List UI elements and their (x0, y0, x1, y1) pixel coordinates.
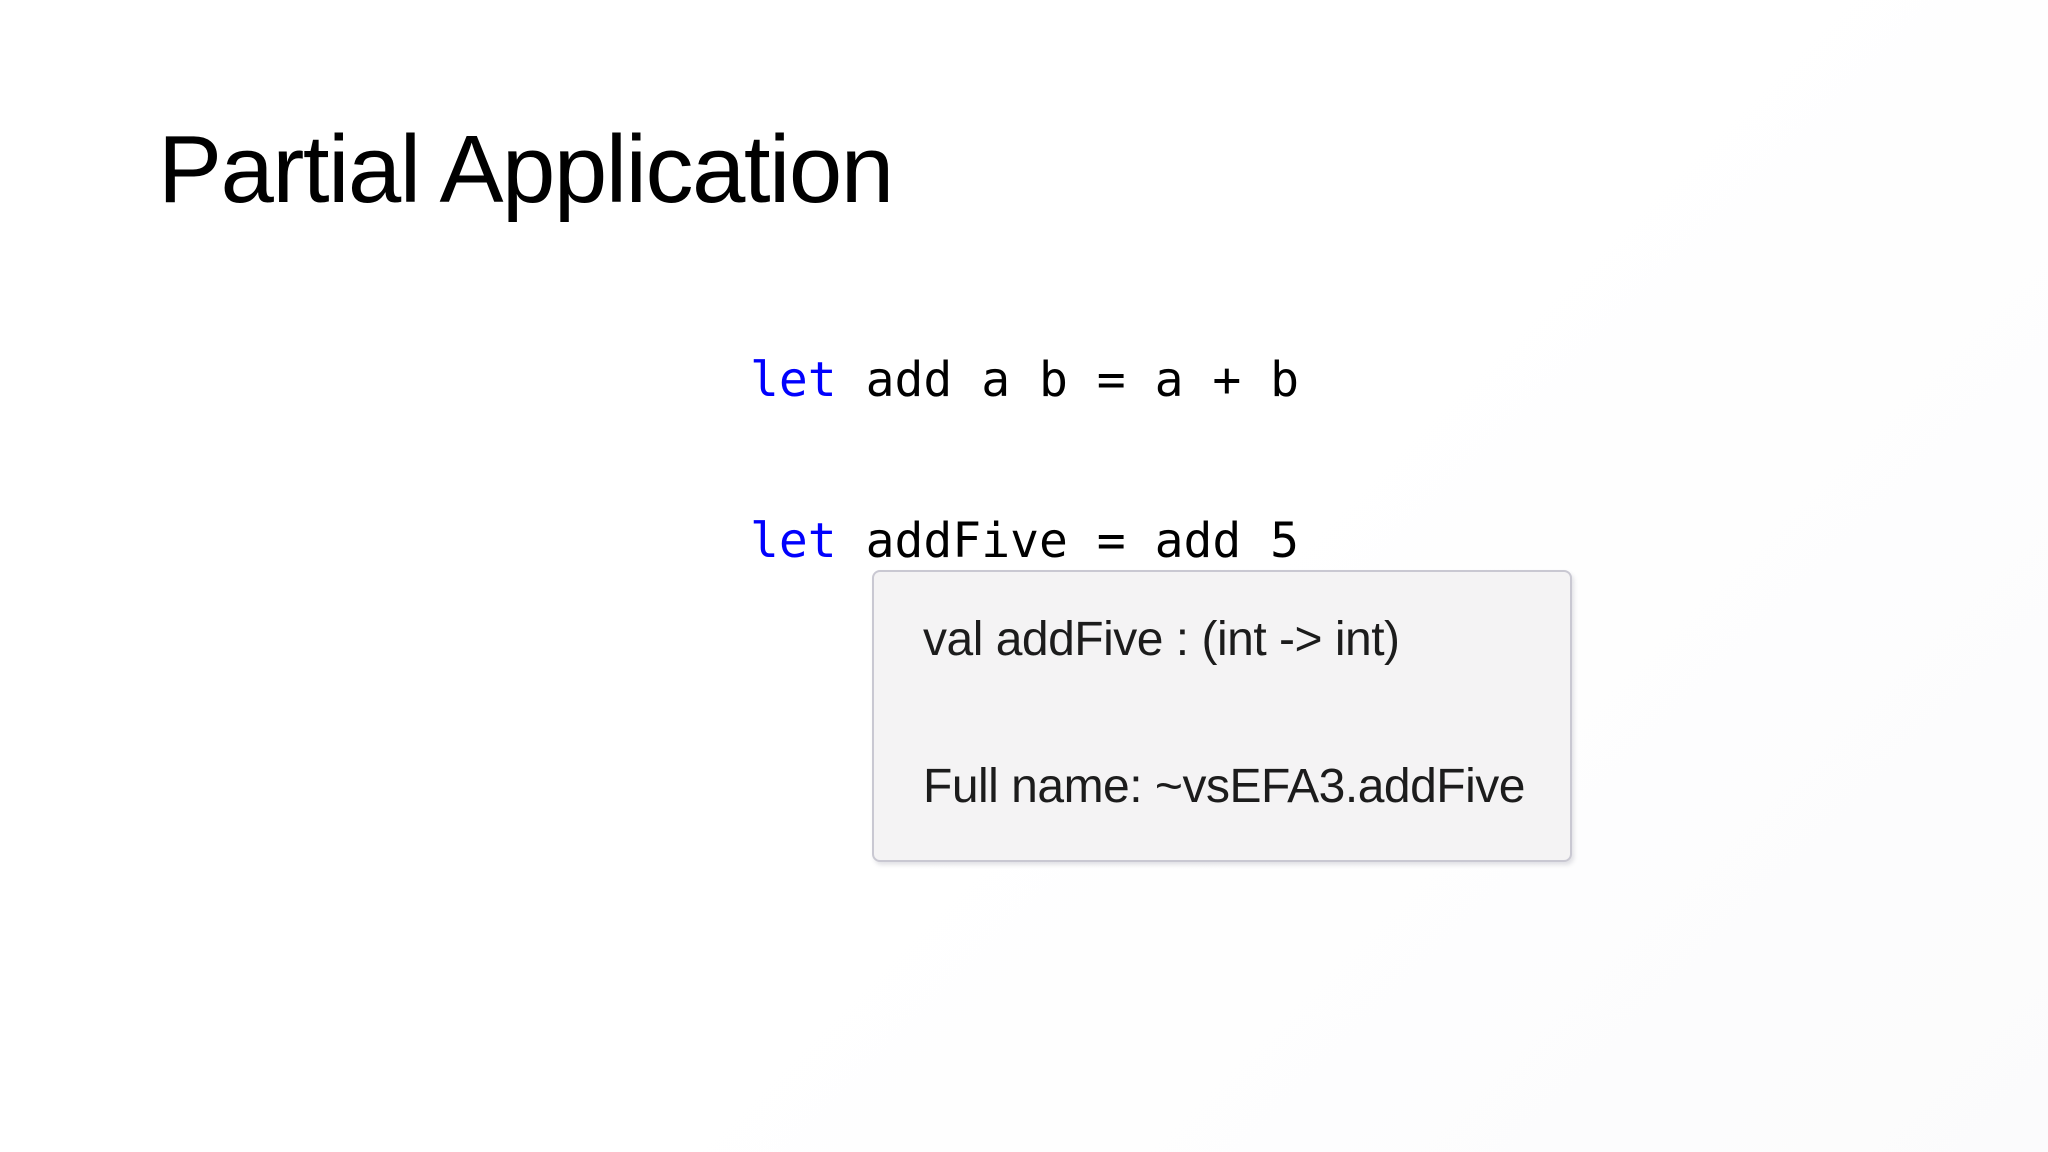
slide-title: Partial Application (158, 116, 894, 223)
code-line-addfive-definition: let addFive = add 5 (750, 517, 1299, 565)
type-info-tooltip: val addFive : (int -> int) Full name: ~v… (872, 570, 1572, 862)
code-keyword-let: let (750, 352, 837, 408)
code-keyword-let: let (750, 513, 837, 569)
tooltip-full-name: Full name: ~vsEFA3.addFive (923, 760, 1525, 813)
tooltip-type-signature: val addFive : (int -> int) (923, 613, 1400, 666)
code-line-add-definition: let add a b = a + b (750, 356, 1299, 404)
code-body: add a b = a + b (836, 352, 1300, 408)
code-body: addFive = add 5 (836, 513, 1300, 569)
